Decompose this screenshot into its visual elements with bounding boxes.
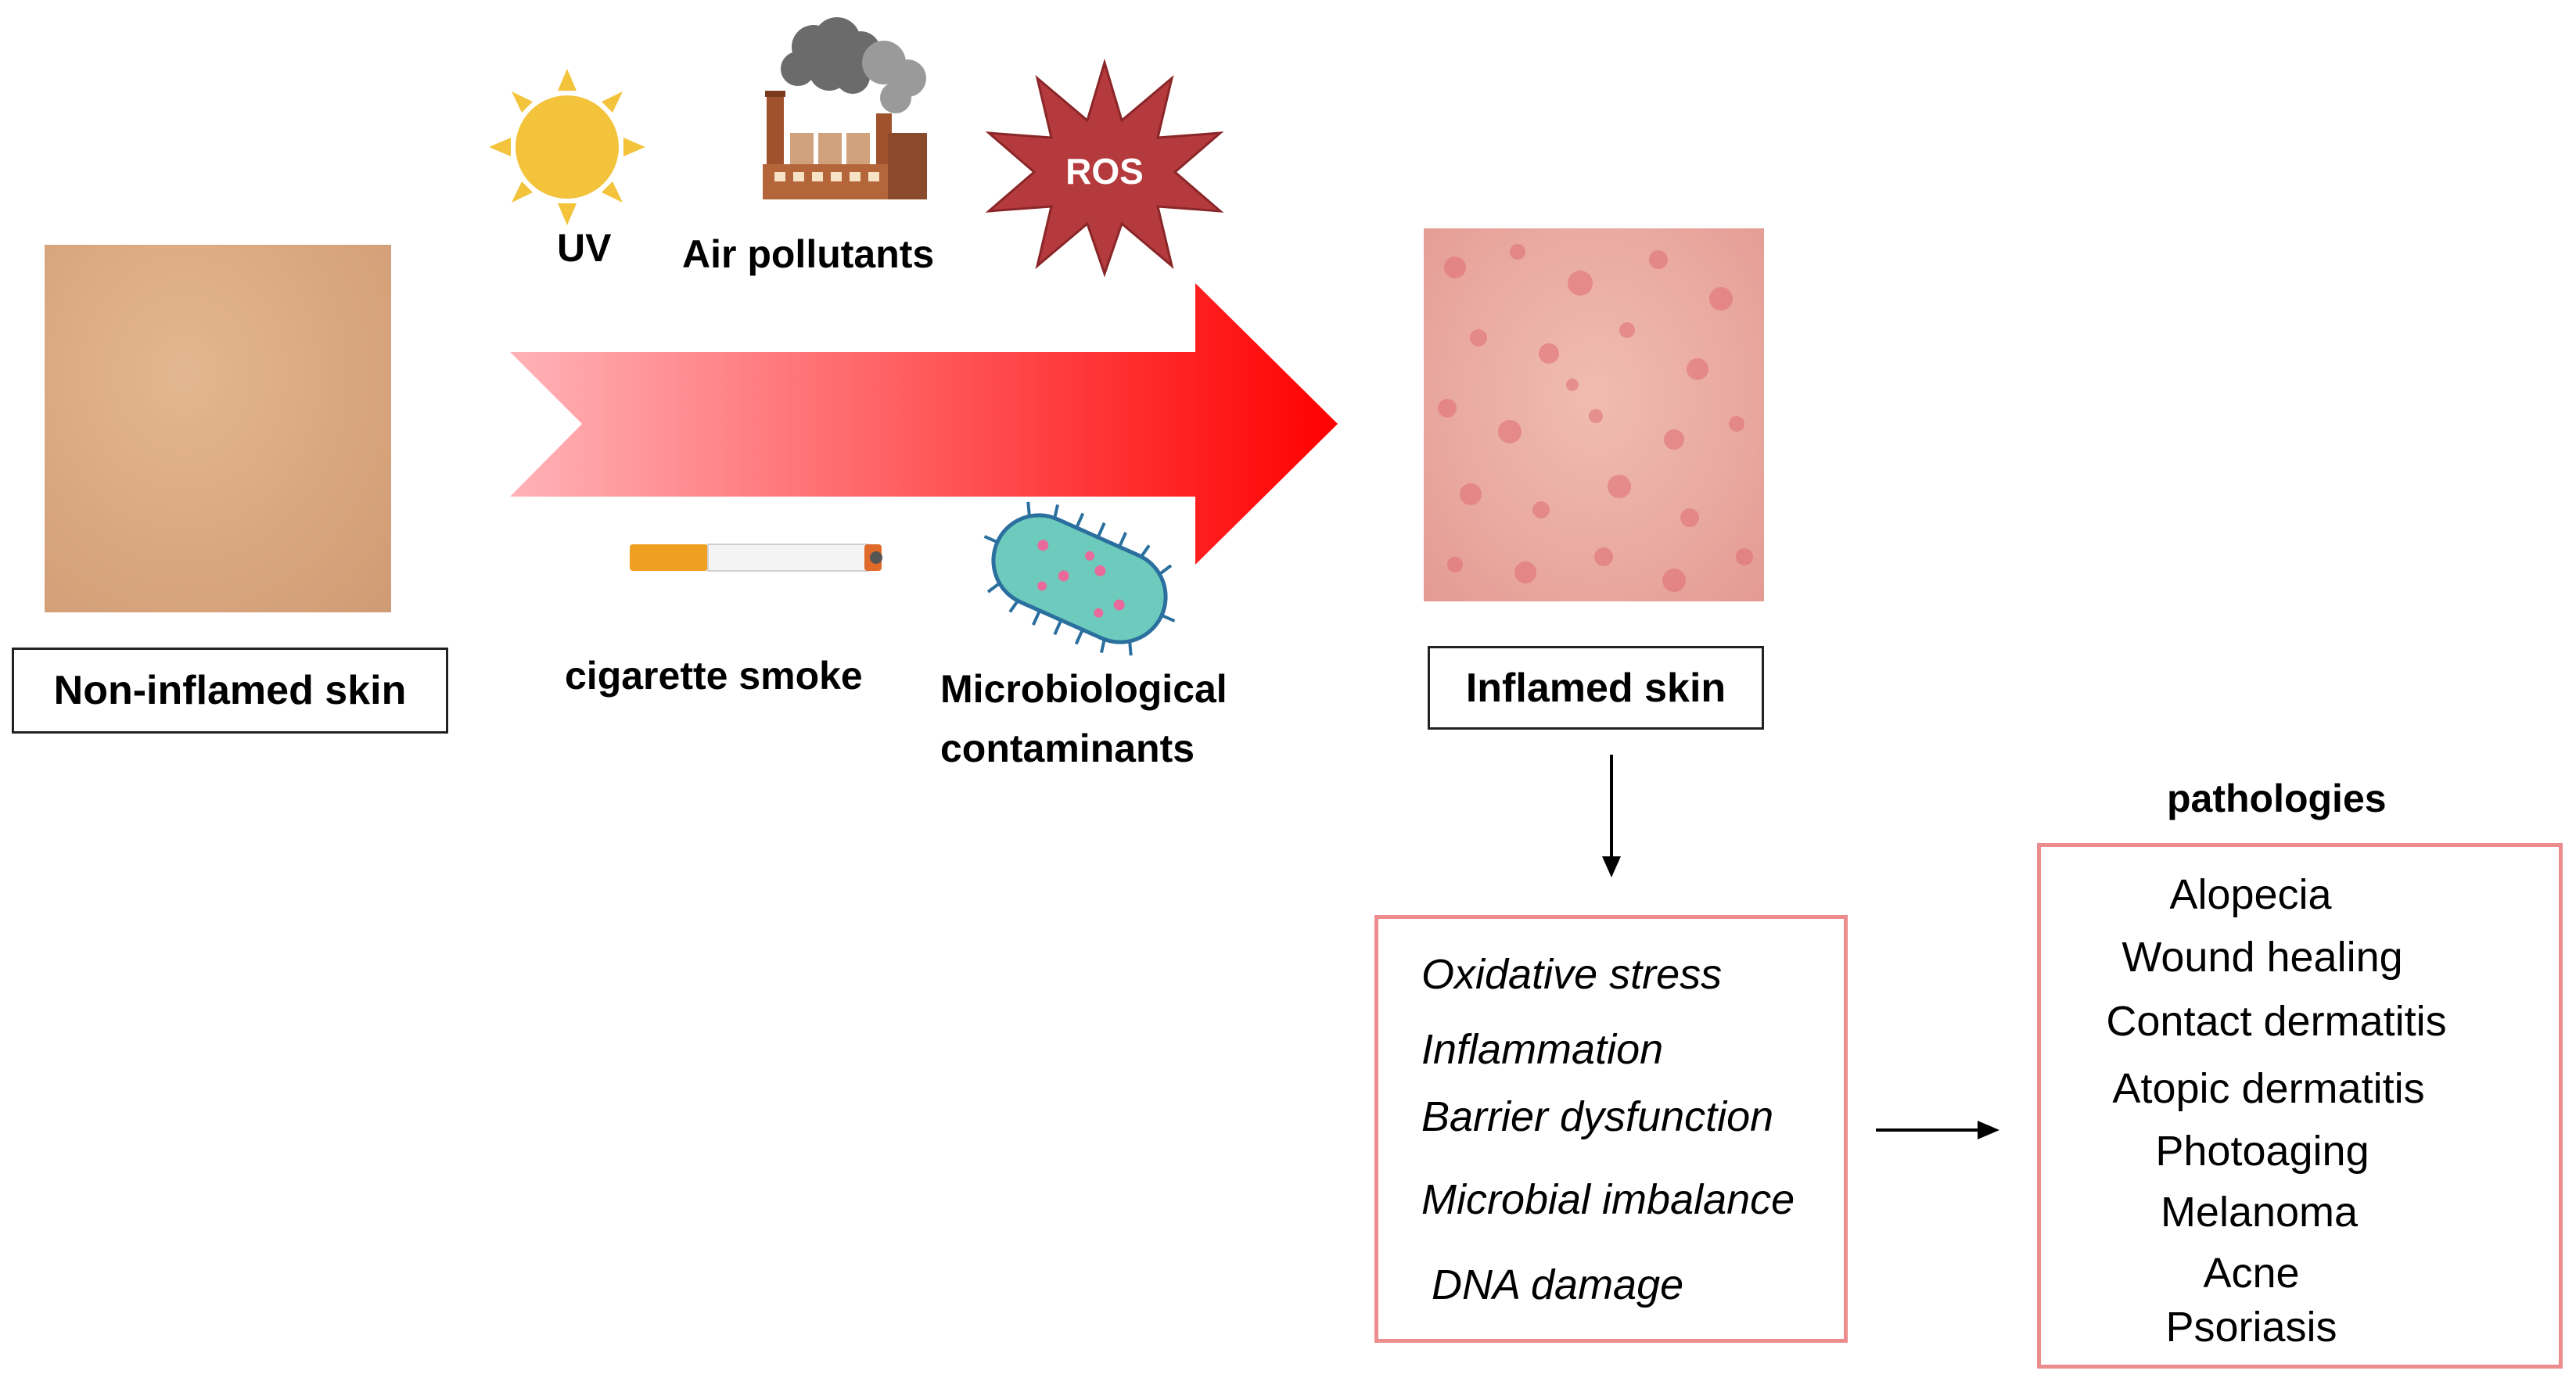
pathologies-box: Alopecia Wound healing Contact dermatiti… — [2037, 843, 2563, 1369]
microbio-line-1: Microbiological — [940, 667, 1227, 711]
mechanism-item: Barrier dysfunction — [1421, 1093, 1774, 1140]
pathology-item: Acne — [2203, 1250, 2300, 1297]
factory-icon — [763, 17, 927, 199]
pathology-item: Melanoma — [2160, 1189, 2359, 1236]
microbio-line-2: contaminants — [940, 727, 1195, 770]
sun-icon — [489, 69, 645, 225]
microbiological-contaminants-label: Microbiological contaminants — [940, 659, 1227, 778]
air-pollutants-label: Air pollutants — [682, 232, 935, 276]
pathology-item: Psoriasis — [2165, 1304, 2337, 1351]
mechanism-item: Inflammation — [1421, 1026, 1664, 1073]
inflamed-skin-label: Inflamed skin — [1428, 646, 1764, 730]
pathology-item: Atopic dermatitis — [2112, 1065, 2425, 1112]
cigarette-smoke-label: cigarette smoke — [565, 654, 863, 698]
ros-star-icon — [985, 58, 1224, 278]
mechanism-item: Microbial imbalance — [1421, 1176, 1795, 1223]
pathology-item: Photoaging — [2155, 1128, 2369, 1175]
ros-label: ROS — [1065, 151, 1144, 192]
non-inflamed-skin-label: Non-inflamed skin — [12, 648, 448, 734]
non-inflamed-skin-image — [45, 245, 391, 612]
mechanism-item: DNA damage — [1432, 1261, 1684, 1308]
pathology-item: Wound healing — [2122, 934, 2403, 981]
mechanism-item: Oxidative stress — [1421, 951, 1723, 998]
inflammation-spots — [1438, 244, 1753, 592]
inflamed-skin-image — [1424, 228, 1764, 601]
mechanisms-box: Oxidative stress Inflammation Barrier dy… — [1374, 915, 1848, 1343]
pathology-item: Contact dermatitis — [2106, 998, 2447, 1045]
pathologies-title: pathologies — [2167, 777, 2387, 820]
bacterium-icon — [983, 501, 1176, 656]
uv-label: UV — [557, 226, 612, 270]
pathology-item: Alopecia — [2169, 871, 2332, 918]
cigarette-icon — [630, 544, 882, 572]
